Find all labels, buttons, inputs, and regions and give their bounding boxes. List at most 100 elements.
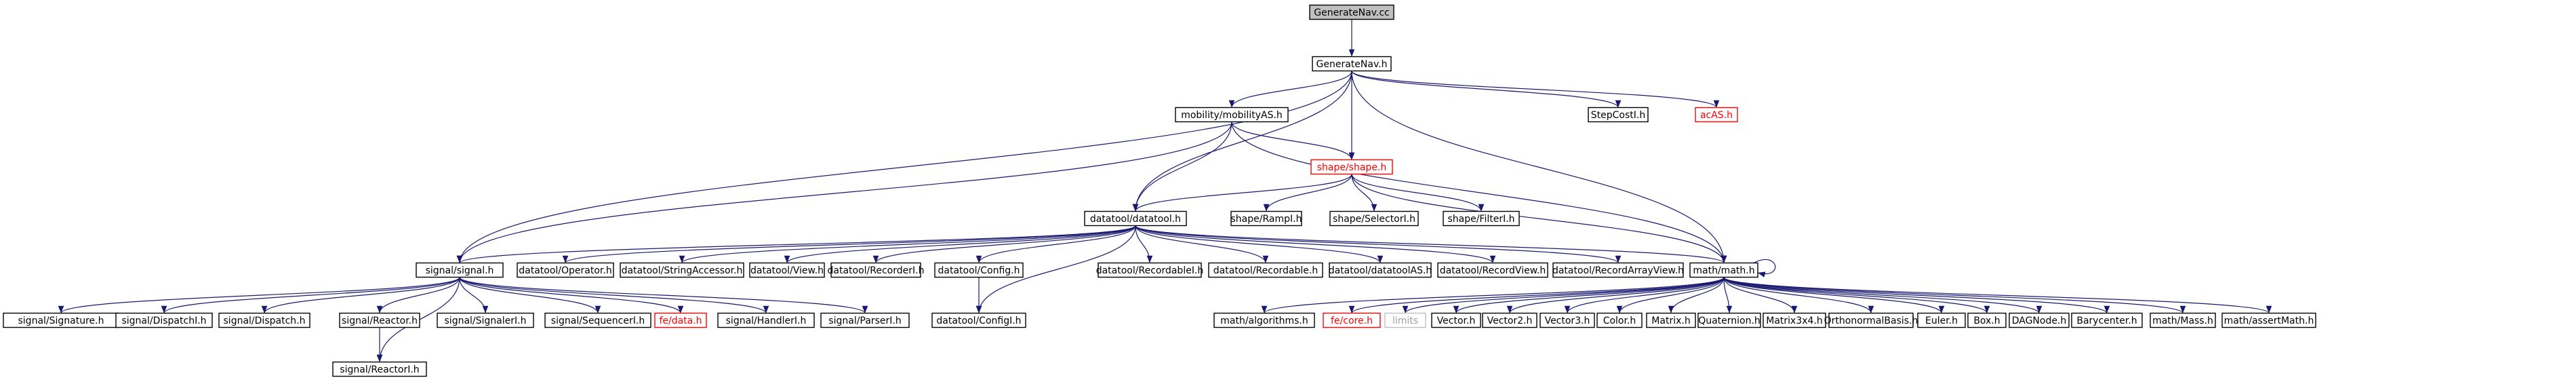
node-stepcost[interactable]: StepCostI.h (1588, 107, 1649, 123)
node-box (1323, 312, 1381, 328)
node-dt-recordablei[interactable]: datatool/RecordableI.h (1096, 262, 1204, 278)
node-shape-rampl[interactable]: shape/RampI.h (1230, 210, 1302, 227)
edge-mobility-to-signal (456, 121, 1232, 263)
edge-math-to-m_assert (1723, 276, 2272, 314)
node-label: datatool/StringAccessor.h (622, 265, 743, 276)
edge-math-to-m_vector2 (1506, 277, 1725, 314)
edge-gen_h-to-acas (1351, 70, 1720, 109)
node-shape-filter[interactable]: shape/FilterI.h (1443, 210, 1520, 227)
edge-datatool-to-dt_string (679, 225, 1136, 264)
node-sig-reactori[interactable]: signal/ReactorI.h (332, 361, 427, 377)
node-m-quaternion[interactable]: Quaternion.h (1697, 312, 1761, 328)
node-datatool[interactable]: datatool/datatool.h (1084, 210, 1187, 227)
node-m-box[interactable]: Box.h (1967, 312, 2007, 328)
node-label: datatool/View.h (750, 265, 824, 276)
node-sig-parser[interactable]: signal/ParserI.h (820, 312, 910, 328)
node-m-algorithms[interactable]: math/algorithms.h (1213, 312, 1315, 328)
node-label: datatool/ConfigI.h (936, 316, 1021, 326)
node-label: signal/signal.h (426, 265, 494, 276)
node-label: math/algorithms.h (1220, 316, 1308, 326)
node-label: signal/DispatchI.h (121, 316, 206, 326)
node-dt-recordarrayview[interactable]: datatool/RecordArrayView.h (1552, 262, 1684, 278)
node-shape[interactable]: shape/shape.h (1310, 159, 1393, 175)
node-sig-sequencer[interactable]: signal/SequencerI.h (544, 312, 651, 328)
edge-datatool-to-dt_recorderi (872, 225, 1136, 263)
node-dt-config[interactable]: datatool/Config.h (934, 262, 1024, 278)
edge-gen_h-to-stepcost (1351, 71, 1622, 108)
node-label: datatool/RecordableI.h (1096, 265, 1204, 276)
node-box (1695, 107, 1738, 123)
node-dt-recorderi[interactable]: datatool/RecorderI.h (828, 262, 925, 278)
node-m-matrix3x4[interactable]: Matrix3x4.h (1763, 312, 1826, 328)
node-label: datatool/RecordArrayView.h (1552, 265, 1684, 276)
node-box (1552, 262, 1684, 278)
node-m-assert[interactable]: math/assertMath.h (2221, 312, 2316, 328)
edge-datatool-to-math (1135, 225, 1727, 264)
node-dt-recordview[interactable]: datatool/RecordView.h (1437, 262, 1548, 278)
node-mobility[interactable]: mobility/mobilityAS.h (1175, 107, 1289, 123)
node-m-dag[interactable]: DAGNode.h (2009, 312, 2070, 328)
node-box (1437, 262, 1548, 278)
edge-signal-to-sig_handleri (459, 277, 769, 314)
node-m-color[interactable]: Color.h (1596, 312, 1643, 328)
edge-math-to-m_dag (1723, 276, 2042, 314)
edge-gen_h-to-datatool (1132, 71, 1352, 212)
edge-datatool-to-dt_recordview (1135, 225, 1496, 264)
edge-math-to-m_algorithms (1261, 276, 1725, 314)
node-math[interactable]: math/math.h (1689, 262, 1758, 278)
node-m-vector2[interactable]: Vector2.h (1482, 312, 1537, 328)
node-m-vector3[interactable]: Vector3.h (1539, 312, 1595, 328)
edge-datatool-to-dt_recordarrayview (1135, 225, 1622, 264)
node-box (1967, 312, 2007, 328)
node-sig-dispatch[interactable]: signal/Dispatch.h (218, 312, 310, 328)
node-sig-signature[interactable]: signal/Signature.h (3, 312, 119, 328)
node-label: datatool/Recordable.h (1213, 265, 1318, 276)
node-dt-view[interactable]: datatool/View.h (749, 262, 825, 278)
node-label: datatool/datatoolAS.h (1329, 265, 1432, 276)
node-m-vector[interactable]: Vector.h (1431, 312, 1481, 328)
node-box (332, 361, 427, 377)
node-label: math/Mass.h (2152, 316, 2213, 326)
node-label: signal/Reactor.h (342, 316, 418, 326)
node-box (517, 262, 614, 278)
edge-shape-to-shape_selector (1351, 174, 1377, 212)
node-dt-operator[interactable]: datatool/Operator.h (517, 262, 614, 278)
node-shape-selector[interactable]: shape/SelectorI.h (1329, 210, 1419, 227)
node-box (1329, 210, 1419, 227)
node-dt-as[interactable]: datatool/datatoolAS.h (1329, 262, 1432, 278)
node-fe-core[interactable]: fe/core.h (1323, 312, 1381, 328)
nodes-layer: GenerateNav.ccGenerateNav.hmobility/mobi… (3, 4, 2316, 377)
node-box (2071, 312, 2143, 328)
node-label: signal/Dispatch.h (224, 316, 306, 326)
node-label: shape/FilterI.h (1447, 214, 1514, 225)
node-dt-configi[interactable]: datatool/ConfigI.h (931, 312, 1026, 328)
edge-mobility-to-shape (1231, 121, 1355, 160)
node-box (1646, 312, 1696, 328)
node-signal[interactable]: signal/signal.h (416, 262, 504, 278)
node-dt-recordable[interactable]: datatool/Recordable.h (1208, 262, 1323, 278)
node-m-mass[interactable]: math/Mass.h (2150, 312, 2216, 328)
node-sig-reactor[interactable]: signal/Reactor.h (339, 312, 420, 328)
node-m-euler[interactable]: Euler.h (1917, 312, 1966, 328)
node-label: datatool/RecorderI.h (828, 265, 925, 276)
node-dt-string[interactable]: datatool/StringAccessor.h (620, 262, 744, 278)
node-m-matrix[interactable]: Matrix.h (1646, 312, 1696, 328)
node-m-bary[interactable]: Barycenter.h (2071, 312, 2143, 328)
node-label: signal/HandlerI.h (726, 316, 807, 326)
node-limits[interactable]: limits (1384, 312, 1426, 328)
node-label: signal/ParserI.h (828, 316, 901, 326)
node-sig-dispatchi[interactable]: signal/DispatchI.h (115, 312, 213, 328)
node-acas[interactable]: acAS.h (1695, 107, 1738, 123)
edge-datatool-to-dt_recordable (1135, 225, 1269, 263)
node-box (1443, 210, 1520, 227)
node-box (934, 262, 1024, 278)
node-m-ortho[interactable]: OrthonormalBasis.h (1824, 312, 1918, 328)
edge-signal-to-fe_data (459, 277, 684, 314)
edge-math-to-m_euler (1723, 277, 1945, 314)
node-fe-data[interactable]: fe/data.h (654, 312, 707, 328)
node-sig-signaleri[interactable]: signal/SignalerI.h (437, 312, 534, 328)
node-label: Box.h (1973, 316, 2000, 326)
node-label: math/assertMath.h (2224, 316, 2314, 326)
node-sig-handleri[interactable]: signal/HandlerI.h (717, 312, 815, 328)
node-gen-h[interactable]: GenerateNav.h (1312, 56, 1392, 72)
